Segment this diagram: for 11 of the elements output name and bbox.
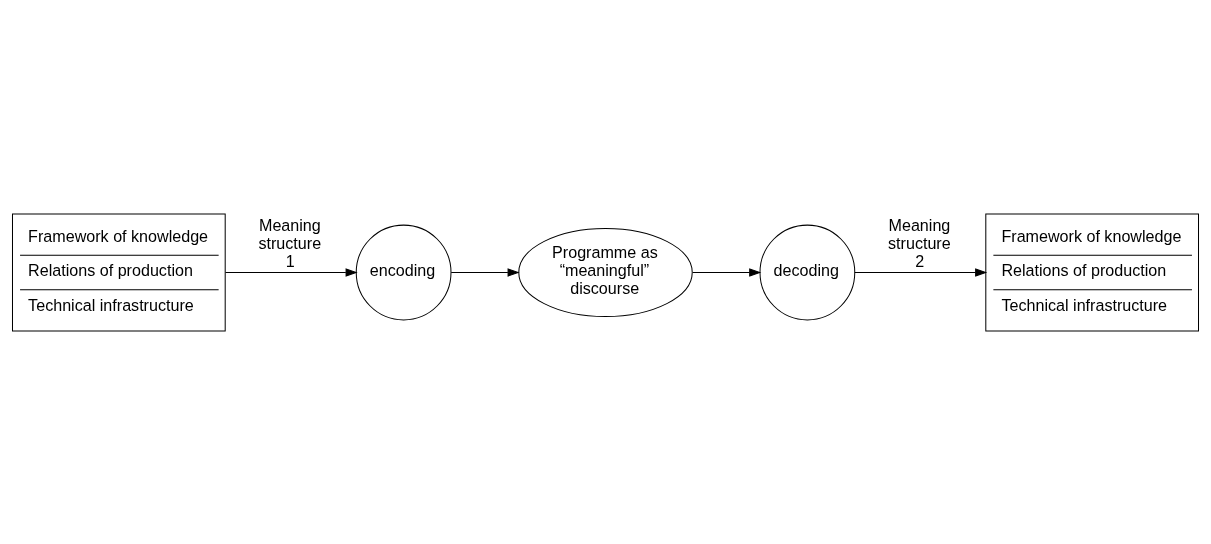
arrow [450, 267, 520, 277]
edge-label: Meaning structure 2 [888, 215, 951, 270]
arrow [692, 267, 762, 277]
arrow [854, 267, 988, 277]
node-box: Framework of knowledge Relations of production Technical infrastructure [985, 213, 1199, 331]
node-circle: decoding [759, 224, 856, 320]
arrow [225, 267, 358, 277]
node-circle: encoding [355, 224, 452, 320]
node-ellipse: Programme as “meaningful” discourse [518, 227, 693, 317]
node-box: Framework of knowledge Relations of production Technical infrastructure [12, 213, 226, 331]
edge-label: Meaning structure 1 [258, 215, 322, 270]
